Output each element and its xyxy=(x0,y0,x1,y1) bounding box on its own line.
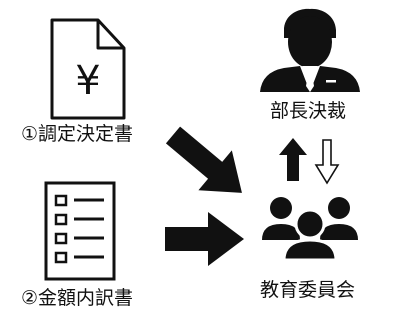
doc1-label: ①調定決定書 xyxy=(21,123,134,145)
group-of-people-icon xyxy=(262,197,358,262)
manager-label: 部長決裁 xyxy=(270,100,347,122)
checklist-document-icon xyxy=(44,181,116,281)
arrow-doc2-to-committee xyxy=(165,212,244,266)
doc2-label: ②金額内訳書 xyxy=(21,287,134,309)
arrow-manager-to-committee xyxy=(314,139,340,185)
committee-label: 教育委員会 xyxy=(260,279,356,301)
yen-symbol: ¥ xyxy=(75,58,100,104)
arrow-committee-to-manager xyxy=(279,138,307,181)
arrow-doc1-to-committee xyxy=(165,126,242,193)
yen-document-icon: ¥ xyxy=(50,18,126,120)
businessman-icon xyxy=(260,8,360,92)
